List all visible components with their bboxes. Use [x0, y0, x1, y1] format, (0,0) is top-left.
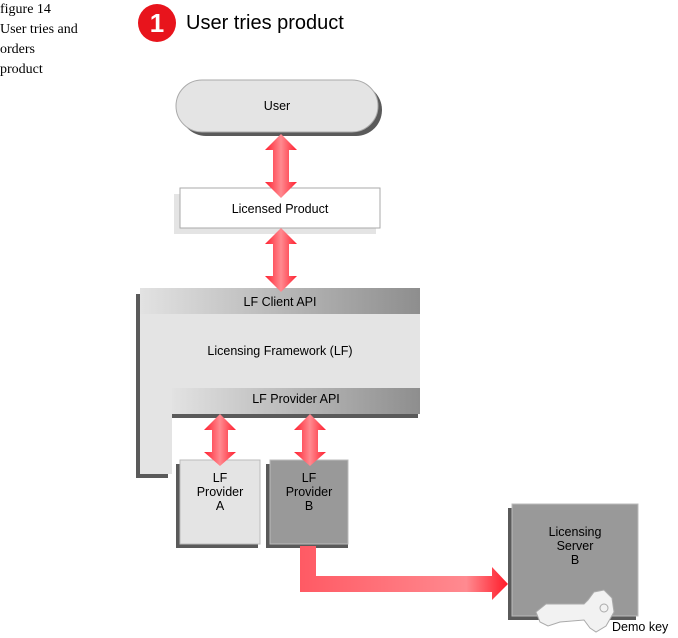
step-number-badge: 1 [138, 4, 176, 42]
provider-b-node [266, 459, 349, 548]
user-node [175, 79, 382, 136]
provider-a-line: Provider [196, 485, 244, 499]
provider-a-node [176, 459, 261, 548]
arrow-framework-provider-a [204, 414, 236, 466]
lf-client-api-bar [140, 288, 420, 314]
figure-caption: figure 14 User tries and orders product [0, 0, 120, 80]
caption-line: figure 14 [0, 2, 51, 17]
licensing-server-line: B [570, 553, 580, 567]
licensing-framework-node [136, 288, 420, 478]
provider-b-line: Provider [285, 485, 333, 499]
lf-provider-api-bar [172, 388, 420, 414]
licensing-server-line: Licensing [548, 525, 602, 539]
lf-provider-api-label: LF Provider API [252, 392, 340, 406]
licensing-server-node [508, 503, 639, 620]
arrow-framework-provider-b [294, 414, 326, 466]
lf-client-api-label: LF Client API [243, 295, 317, 309]
licensing-framework-label: Licensing Framework (LF) [207, 344, 353, 358]
provider-a-line: A [215, 499, 225, 513]
caption-line: User tries and [0, 22, 78, 37]
demo-key-label: Demo key [612, 620, 669, 634]
arrow-provider-b-server [300, 546, 508, 600]
step-header: 1 User tries product [138, 4, 344, 42]
provider-a-line: LF [212, 471, 228, 485]
user-label: User [263, 99, 291, 113]
licensing-server-line: Server [556, 539, 594, 553]
provider-b-line: B [304, 499, 314, 513]
caption-line: product [0, 62, 43, 77]
provider-b-line: LF [301, 471, 317, 485]
caption-line: orders [0, 42, 35, 57]
licensed-product-label: Licensed Product [231, 202, 329, 216]
arrow-product-framework [265, 228, 297, 292]
step-title: User tries product [186, 11, 344, 34]
provider-a-label: LF Provider A [180, 471, 260, 513]
provider-b-label: LF Provider B [270, 471, 348, 513]
licensing-server-label: Licensing Server B [512, 525, 638, 567]
demo-key-icon [535, 589, 615, 633]
arrow-user-product [265, 134, 297, 198]
